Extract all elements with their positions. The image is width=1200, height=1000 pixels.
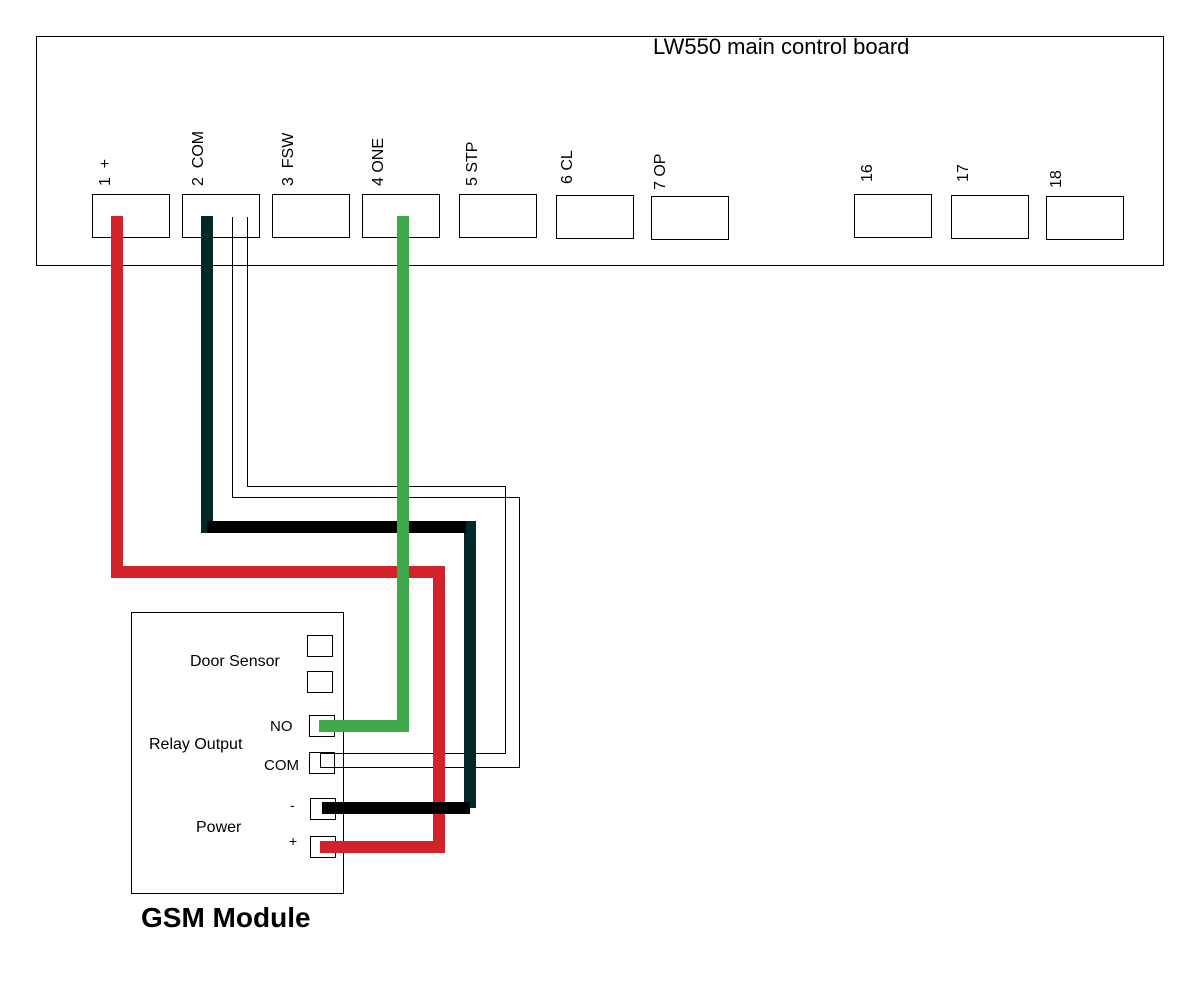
terminal-17 <box>951 195 1029 239</box>
terminal-16 <box>854 194 932 238</box>
terminal-7 <box>651 196 729 240</box>
power-minus-label: - <box>290 797 295 813</box>
door-sensor-terminal-2 <box>307 671 333 693</box>
terminal-3 <box>272 194 350 238</box>
door-sensor-label: Door Sensor <box>190 653 280 670</box>
door-sensor-terminal-1 <box>307 635 333 657</box>
terminal-6 <box>556 195 634 239</box>
wire-com-to-relay-com-outline-outer <box>232 217 520 768</box>
relay-com-label: COM <box>264 757 299 774</box>
terminal-label-18: 18 <box>1048 170 1065 188</box>
terminal-label-16: 16 <box>859 164 876 182</box>
gsm-module-title: GSM Module <box>141 902 311 933</box>
power-label: Power <box>196 819 242 836</box>
terminal-5 <box>459 194 537 238</box>
wires <box>111 216 520 853</box>
terminal-18 <box>1046 196 1124 240</box>
terminal-2 <box>182 194 260 238</box>
wire-green-trigger <box>319 216 409 732</box>
power-plus-label: + <box>289 833 297 849</box>
terminal-1 <box>92 194 170 238</box>
terminal-label-7: 7 OP <box>652 154 669 190</box>
relay-output-label: Relay Output <box>149 736 243 753</box>
relay-no-label: NO <box>270 718 293 735</box>
terminal-label-1: 1 + <box>97 159 114 186</box>
terminal-label-17: 17 <box>955 164 972 182</box>
terminal-label-5: 5 STP <box>464 142 481 186</box>
terminal-label-3: 3 FSW <box>280 132 297 186</box>
gsm-module-outline <box>131 612 344 894</box>
terminal-label-4: 4 ONE <box>370 138 387 186</box>
wire-red-positive <box>111 216 445 853</box>
gsm-module: Door Sensor Relay Output NO COM Power - … <box>131 612 344 933</box>
board-title: LW550 main control board <box>653 34 909 59</box>
terminal-label-2: 2 COM <box>190 131 207 186</box>
relay-com-terminal <box>309 752 335 774</box>
terminal-label-6: 6 CL <box>559 150 576 184</box>
